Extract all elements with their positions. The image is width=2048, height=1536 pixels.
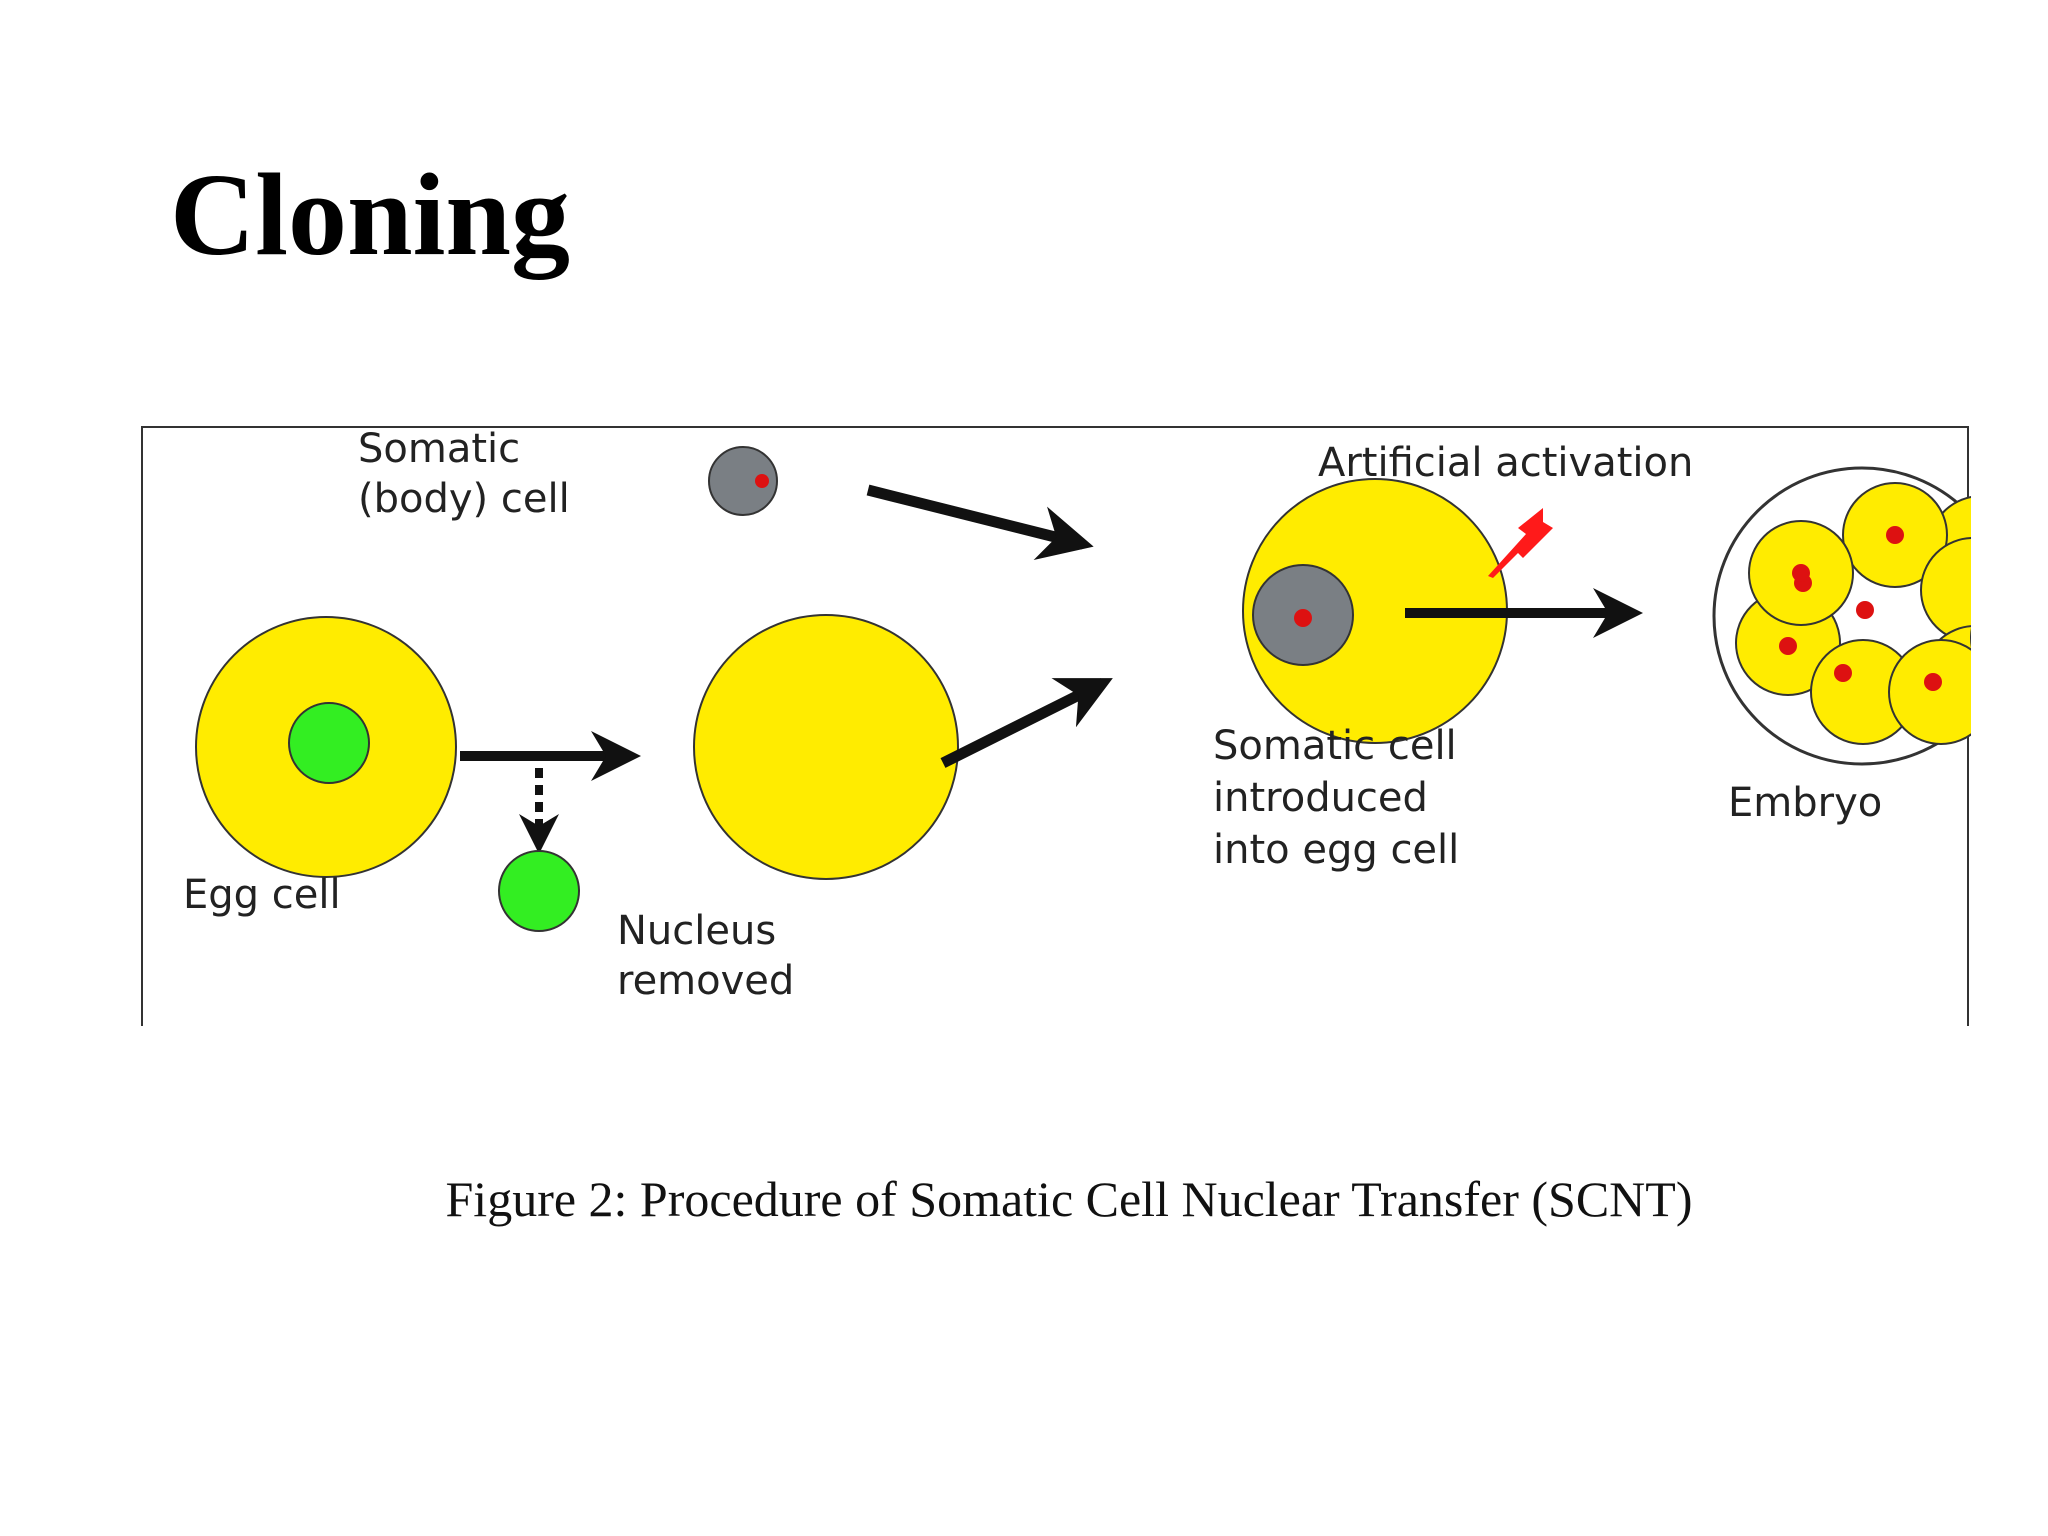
nucleus-removed-label-line2: removed: [617, 958, 794, 1004]
scnt-diagram-canvas: Somatic (body) cell Egg cell Nucleus rem…: [183, 428, 1971, 1004]
embryo-cell-chromatin: [1792, 564, 1810, 582]
egg-cell-label: Egg cell: [183, 872, 341, 918]
scnt-diagram: Somatic (body) cell Egg cell Nucleus rem…: [141, 426, 1971, 1026]
lightning-bolt-icon: [1488, 508, 1553, 578]
figure-caption: Figure 2: Procedure of Somatic Cell Nucl…: [445, 1171, 1693, 1227]
slide-title: Cloning: [170, 149, 571, 280]
introduced-label-line1: Somatic cell: [1213, 723, 1457, 769]
embryo-cell-chromatin: [1886, 526, 1904, 544]
arrow-enucleated-to-combined: [940, 678, 1113, 768]
removed-nucleus: [498, 850, 580, 932]
embryo-cell-chromatin: [1924, 673, 1942, 691]
embryo-label: Embryo: [1728, 780, 1882, 826]
egg-cell-nucleus: [288, 702, 370, 784]
embryo-blastomere: [1920, 537, 1971, 643]
embryo-blastomere: [1888, 639, 1971, 745]
somatic-cell-label-line2: (body) cell: [358, 476, 570, 522]
embryo: [1712, 466, 1971, 766]
introduced-label-line2: introduced: [1213, 775, 1428, 821]
somatic-cell-body: [708, 446, 778, 516]
egg-cell: [195, 616, 457, 878]
somatic-cell-label-line1: Somatic: [358, 428, 520, 472]
activation-label: Artificial activation: [1318, 440, 1693, 486]
embryo-cell-chromatin: [1834, 664, 1852, 682]
embryo-cells: [1735, 482, 1971, 745]
arrow-somatic-to-egg: [866, 484, 1094, 560]
embryo-cell-chromatin: [1779, 637, 1797, 655]
somatic-cell: [708, 446, 778, 516]
nucleus-removed-label-line1: Nucleus: [617, 908, 776, 954]
embryo-cell-chromatin: [1856, 601, 1874, 619]
somatic-cell-chromatin: [755, 474, 769, 488]
reconstructed-egg-cell: [1242, 478, 1508, 744]
introduced-label-line3: into egg cell: [1213, 827, 1459, 873]
enucleated-egg-cell: [693, 614, 959, 880]
reconstructed-chromatin: [1294, 609, 1312, 627]
